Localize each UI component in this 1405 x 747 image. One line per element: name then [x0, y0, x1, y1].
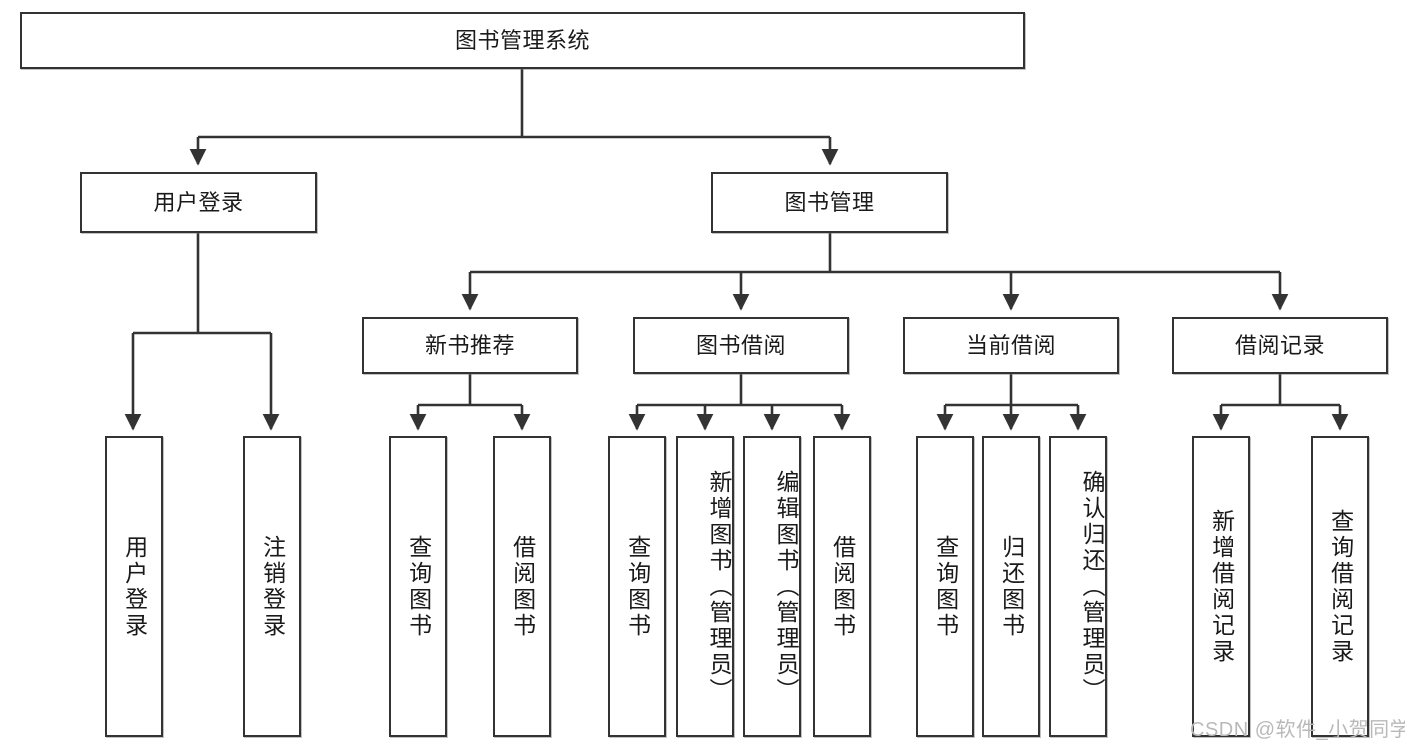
node-leaf-confirm-return[interactable]: 确认归还（管理员） — [1049, 436, 1107, 737]
node-borrow-record[interactable]: 借阅记录 — [1172, 317, 1388, 374]
node-book-management[interactable]: 图书管理 — [711, 172, 948, 233]
node-leaf-logout-login[interactable]: 注销登录 — [243, 436, 301, 737]
node-leaf-borrow-book[interactable]: 借阅图书 — [813, 436, 871, 737]
node-user-login[interactable]: 用户登录 — [80, 172, 317, 233]
node-leaf-query-book-current[interactable]: 查询图书 — [916, 436, 974, 737]
node-current-borrow[interactable]: 当前借阅 — [903, 317, 1119, 374]
node-leaf-edit-book[interactable]: 编辑图书（管理员） — [743, 436, 801, 737]
node-book-management-system[interactable]: 图书管理系统 — [20, 12, 1025, 69]
node-leaf-borrow-book-recommend[interactable]: 借阅图书 — [493, 436, 551, 737]
node-leaf-add-book[interactable]: 新增图书（管理员） — [676, 436, 734, 737]
csdn-watermark: CSDN @软件_小贺同学 — [1190, 719, 1405, 741]
node-leaf-query-borrow-record[interactable]: 查询借阅记录 — [1311, 436, 1369, 737]
node-leaf-user-login[interactable]: 用户登录 — [105, 436, 163, 737]
node-book-borrow[interactable]: 图书借阅 — [633, 317, 849, 374]
node-leaf-add-borrow-record[interactable]: 新增借阅记录 — [1192, 436, 1250, 737]
node-leaf-query-book-borrow[interactable]: 查询图书 — [608, 436, 666, 737]
node-leaf-query-book-recommend[interactable]: 查询图书 — [389, 436, 447, 737]
node-leaf-return-book[interactable]: 归还图书 — [982, 436, 1040, 737]
node-new-book-recommend[interactable]: 新书推荐 — [362, 317, 578, 374]
